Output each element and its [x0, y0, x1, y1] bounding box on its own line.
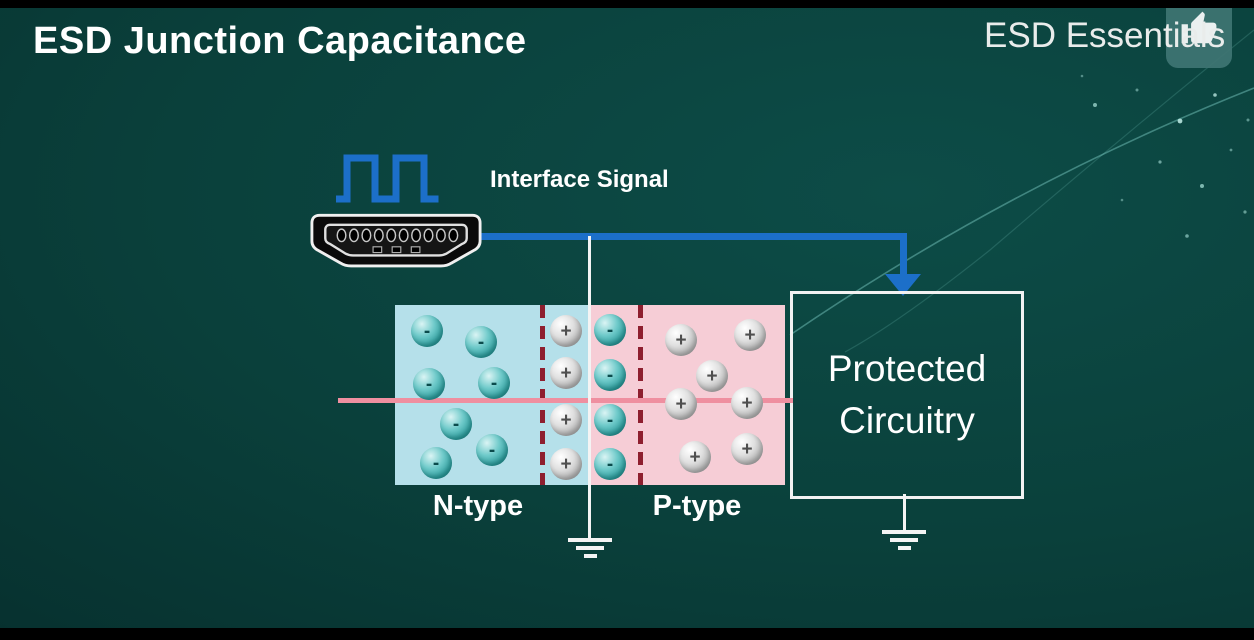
ground-symbol-left [568, 538, 612, 542]
letterbox-bottom [0, 628, 1254, 640]
donor-ion: + [550, 357, 582, 389]
acceptor-ion: - [594, 448, 626, 480]
protected-line-1: Protected [827, 347, 987, 389]
hole: + [665, 324, 697, 356]
like-badge[interactable] [1166, 0, 1232, 68]
hole: + [734, 319, 766, 351]
hole: + [731, 433, 763, 465]
hdmi-connector-icon [310, 213, 482, 268]
signal-bus-drop [900, 233, 907, 275]
electron: - [413, 368, 445, 400]
hole: + [696, 360, 728, 392]
ground-symbol-right [882, 530, 926, 534]
ground-symbol-left [576, 546, 604, 550]
donor-ion: + [550, 448, 582, 480]
interface-signal-label: Interface Signal [490, 166, 669, 193]
hole: + [665, 388, 697, 420]
brand-text: ESD Essentials [984, 16, 1226, 55]
ground-stem-right [903, 494, 906, 530]
protected-circuitry-box: Protected Circuitry [790, 291, 1024, 499]
ground-symbol-left [584, 554, 597, 558]
page-title: ESD Junction Capacitance [33, 20, 527, 62]
depletion-boundary-left [540, 305, 545, 485]
electron: - [411, 315, 443, 347]
acceptor-ion: - [594, 359, 626, 391]
protected-line-2: Circuitry [839, 400, 975, 441]
acceptor-ion: - [594, 314, 626, 346]
donor-ion: + [550, 315, 582, 347]
junction-tap-line [588, 236, 591, 538]
electron: - [478, 367, 510, 399]
ground-symbol-right [898, 546, 911, 550]
acceptor-ion: - [594, 404, 626, 436]
hole: + [731, 387, 763, 419]
square-wave-icon [336, 154, 439, 203]
depletion-boundary-right [638, 305, 643, 485]
donor-ion: + [550, 404, 582, 436]
letterbox-top [0, 0, 1254, 8]
electron: - [420, 447, 452, 479]
electron: - [440, 408, 472, 440]
n-type-label: N-type [432, 490, 524, 522]
p-type-label: P-type [652, 490, 742, 522]
signal-bus-line [478, 233, 907, 240]
junction-signal-line [338, 398, 793, 403]
signal-arrowhead-icon [885, 274, 921, 296]
thumbs-up-icon [1181, 11, 1217, 44]
electron: - [465, 326, 497, 358]
electron: - [476, 434, 508, 466]
ground-symbol-right [890, 538, 918, 542]
hole: + [679, 441, 711, 473]
